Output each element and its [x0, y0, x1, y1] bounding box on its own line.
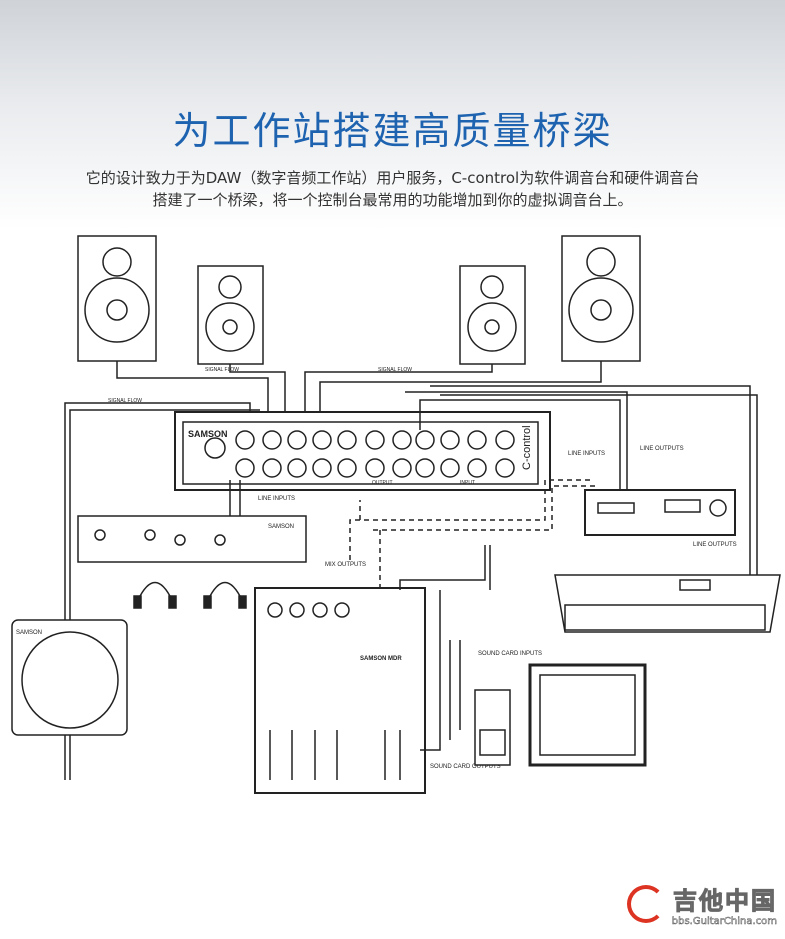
- watermark: 吉他中国 bbs.GuitarChina.com: [627, 881, 777, 927]
- amp-brand: SAMSON: [268, 524, 294, 530]
- mix-outputs-label: MIX OUTPUTS: [325, 562, 366, 568]
- keyboard: [554, 574, 781, 633]
- mixer-brand: SAMSON MDR: [360, 656, 402, 662]
- intro-line-1: 它的设计致力于为DAW（数字音频工作站）用户服务，C-control为软件调音台…: [85, 169, 700, 187]
- dragon-logo-icon: [627, 885, 665, 923]
- line-inputs-label: LINE INPUTS: [258, 496, 295, 502]
- monitor: [528, 663, 647, 767]
- speaker-small-left: [197, 265, 264, 365]
- computer-tower: [474, 689, 511, 766]
- sound-module: [584, 489, 736, 536]
- line-outputs-label: LINE OUTPUTS: [693, 542, 737, 548]
- sound-card-outputs-label: SOUND CARD OUTPUTS: [430, 764, 501, 770]
- subwoofer: SAMSON: [11, 619, 128, 736]
- watermark-name: 吉他中国: [673, 887, 777, 916]
- line-outputs-label: LINE OUTPUTS: [640, 446, 684, 452]
- headphone-amp: SAMSON: [77, 515, 307, 563]
- headphones: [133, 581, 247, 609]
- input-label: INPUT: [460, 480, 475, 486]
- sub-brand: SAMSON: [16, 630, 42, 636]
- signal-flow-label: SIGNAL FLOW: [108, 398, 142, 404]
- mixer: SAMSON MDR: [254, 587, 426, 794]
- speaker-large-left: [77, 235, 157, 362]
- c-control-rear-panel: SAMSON C-control OUTPUT INPUT: [174, 411, 551, 491]
- output-label: OUTPUT: [372, 480, 393, 486]
- speaker-large-right: [561, 235, 641, 362]
- line-inputs-label: LINE INPUTS: [568, 451, 605, 457]
- device-label: C-control: [521, 425, 533, 470]
- intro-text: 它的设计致力于为DAW（数字音频工作站）用户服务，C-control为软件调音台…: [0, 167, 785, 211]
- brand-label: SAMSON: [188, 429, 228, 439]
- header-background: [0, 0, 785, 230]
- speaker-small-right: [459, 265, 526, 365]
- signal-flow-label: SIGNAL FLOW: [205, 367, 239, 373]
- page-title: 为工作站搭建高质量桥梁: [172, 109, 613, 153]
- signal-flow-label: SIGNAL FLOW: [378, 367, 412, 373]
- intro-line-2: 搭建了一个桥梁，将一个控制台最常用的功能增加到你的虚拟调音台上。: [152, 191, 633, 209]
- watermark-url: bbs.GuitarChina.com: [671, 916, 778, 928]
- sound-card-inputs-label: SOUND CARD INPUTS: [478, 651, 542, 657]
